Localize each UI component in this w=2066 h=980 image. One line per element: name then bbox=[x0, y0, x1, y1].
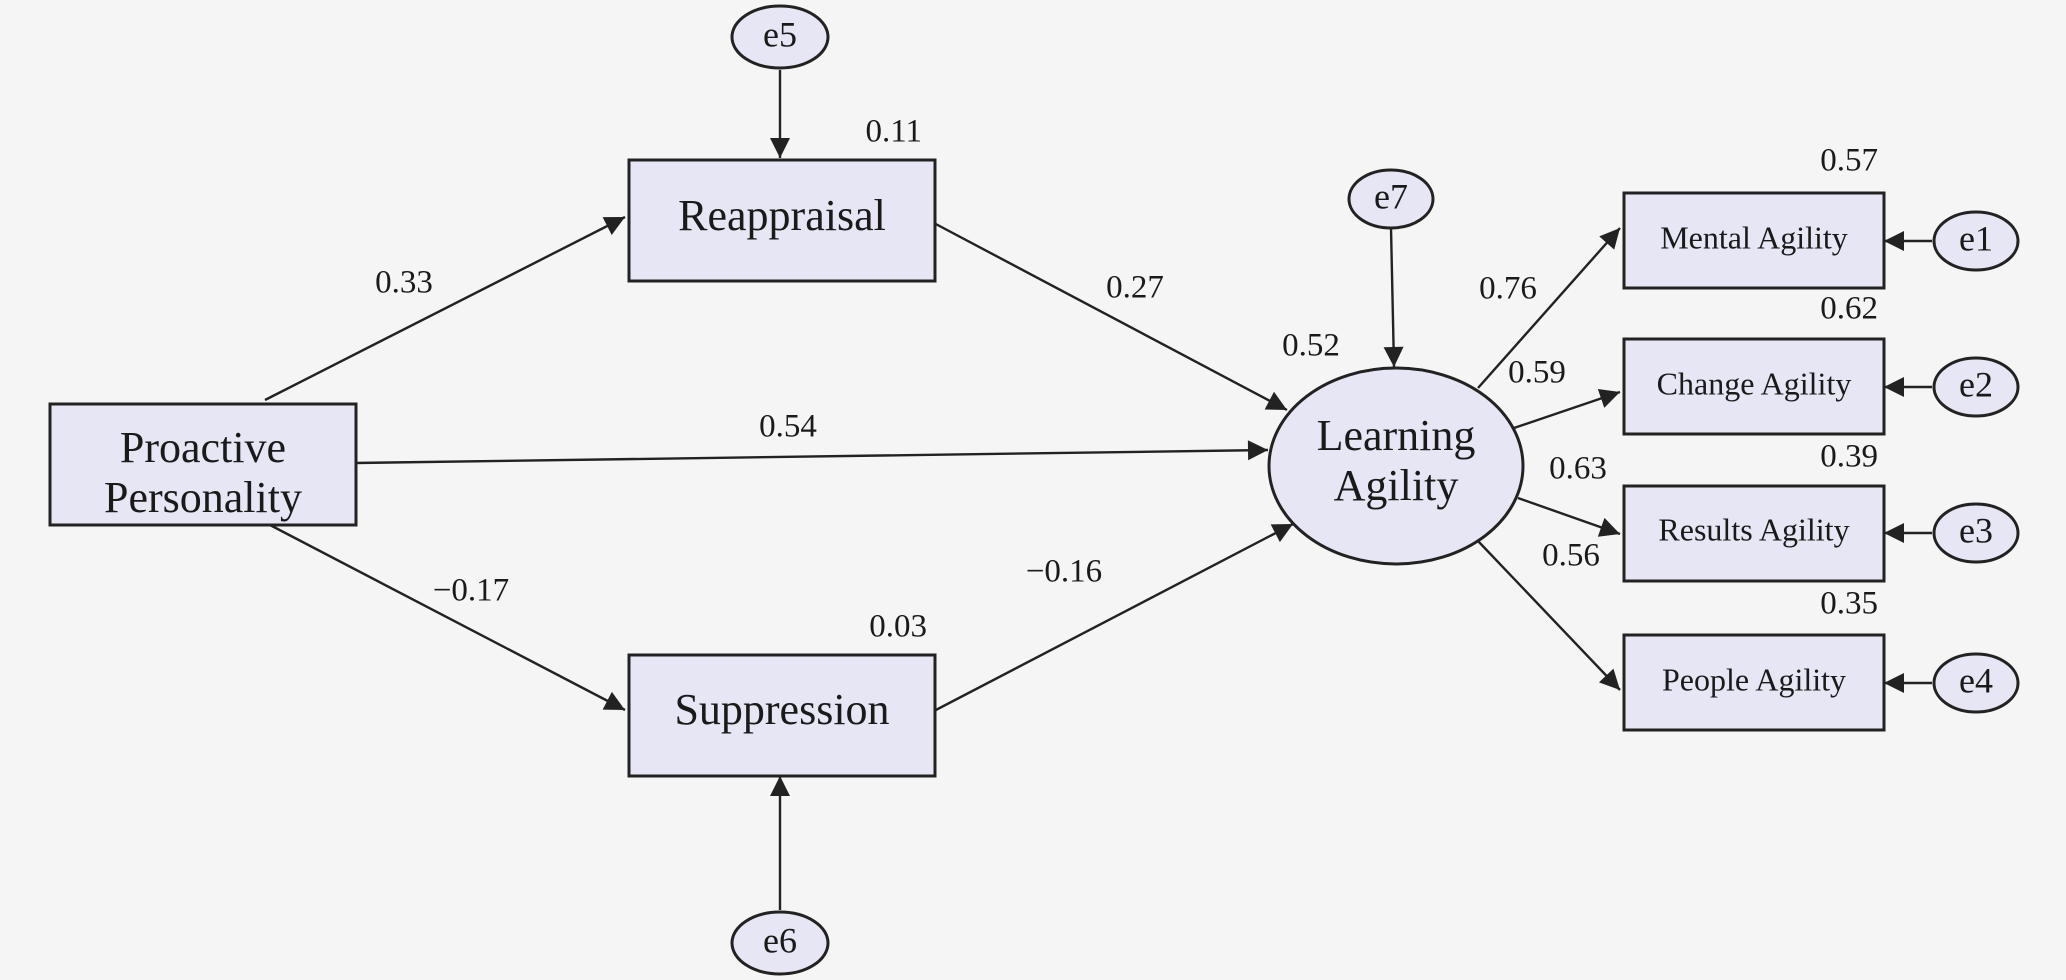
edge-learning-change bbox=[1513, 388, 1621, 430]
learning-agility-node: Learning Agility bbox=[1267, 366, 1525, 566]
r2-change: 0.62 bbox=[1820, 291, 1878, 327]
edge-learning-results bbox=[1517, 496, 1621, 537]
edge-proactive-suppression bbox=[269, 523, 626, 712]
mental-agility-node: Mental Agility bbox=[1622, 191, 1886, 290]
edge-proactive-learning bbox=[354, 440, 1269, 465]
coef-learning-mental: 0.76 bbox=[1479, 271, 1537, 307]
error-e1-label: e1 bbox=[1959, 218, 1993, 258]
reappraisal-node: Reappraisal bbox=[627, 158, 937, 283]
coef-learning-results: 0.63 bbox=[1549, 451, 1607, 487]
error-e4-label: e4 bbox=[1959, 660, 1993, 700]
edge-reappraisal-learning bbox=[931, 220, 1288, 412]
proactive-personality-label-line1: Proactive bbox=[120, 423, 286, 472]
error-e6: e6 bbox=[730, 910, 830, 976]
change-agility-node: Change Agility bbox=[1622, 337, 1886, 436]
edge-suppression-learning bbox=[931, 522, 1294, 714]
r2-results: 0.39 bbox=[1820, 439, 1878, 475]
r2-people: 0.35 bbox=[1820, 586, 1878, 622]
results-agility-label: Results Agility bbox=[1658, 511, 1849, 547]
coef-reappraisal-learning: 0.27 bbox=[1106, 270, 1164, 306]
error-e2-label: e2 bbox=[1959, 364, 1993, 404]
r2-mental: 0.57 bbox=[1820, 143, 1878, 179]
suppression-label: Suppression bbox=[674, 685, 889, 734]
coef-proactive-reappraisal: 0.33 bbox=[375, 265, 433, 301]
proactive-personality-label-line2: Personality bbox=[104, 473, 302, 522]
learning-agility-label-line2: Agility bbox=[1334, 461, 1459, 510]
r2-reappraisal: 0.11 bbox=[865, 114, 922, 150]
error-e2: e2 bbox=[1932, 356, 2020, 418]
coef-proactive-learning: 0.54 bbox=[759, 409, 817, 445]
coef-suppression-learning: −0.16 bbox=[1026, 554, 1102, 590]
people-agility-label: People Agility bbox=[1662, 661, 1846, 697]
people-agility-node: People Agility bbox=[1622, 633, 1886, 732]
proactive-personality-node: Proactive Personality bbox=[48, 402, 358, 527]
coef-proactive-suppression: −0.17 bbox=[433, 573, 509, 609]
error-e5-label: e5 bbox=[763, 14, 797, 54]
suppression-node: Suppression bbox=[627, 653, 937, 778]
edge-proactive-reappraisal bbox=[264, 215, 626, 402]
error-e7: e7 bbox=[1347, 168, 1435, 230]
path-coefficient-labels: 0.33 −0.17 0.54 0.27 −0.16 0.76 0.59 0.6… bbox=[375, 265, 1607, 609]
edge-learning-people bbox=[1477, 540, 1621, 691]
r-squared-labels: 0.11 0.03 0.52 0.57 0.62 0.39 0.35 bbox=[865, 114, 1878, 645]
coef-learning-change: 0.59 bbox=[1508, 355, 1566, 391]
results-agility-node: Results Agility bbox=[1622, 484, 1886, 583]
edges bbox=[264, 70, 1932, 910]
error-e3: e3 bbox=[1932, 502, 2020, 564]
learning-agility-label-line1: Learning bbox=[1317, 411, 1476, 460]
reappraisal-label: Reappraisal bbox=[678, 191, 886, 240]
error-e3-label: e3 bbox=[1959, 510, 1993, 550]
coef-learning-people: 0.56 bbox=[1542, 538, 1600, 574]
error-e6-label: e6 bbox=[763, 920, 797, 960]
error-e1: e1 bbox=[1932, 210, 2020, 272]
error-e4: e4 bbox=[1932, 652, 2020, 714]
edge-learning-mental bbox=[1477, 227, 1621, 389]
error-e7-label: e7 bbox=[1374, 176, 1408, 216]
change-agility-label: Change Agility bbox=[1657, 365, 1852, 401]
r2-suppression: 0.03 bbox=[869, 609, 927, 645]
mental-agility-label: Mental Agility bbox=[1660, 219, 1848, 255]
edge-e7-learning bbox=[1383, 227, 1404, 368]
r2-learning: 0.52 bbox=[1282, 328, 1340, 364]
error-e5: e5 bbox=[730, 4, 830, 70]
